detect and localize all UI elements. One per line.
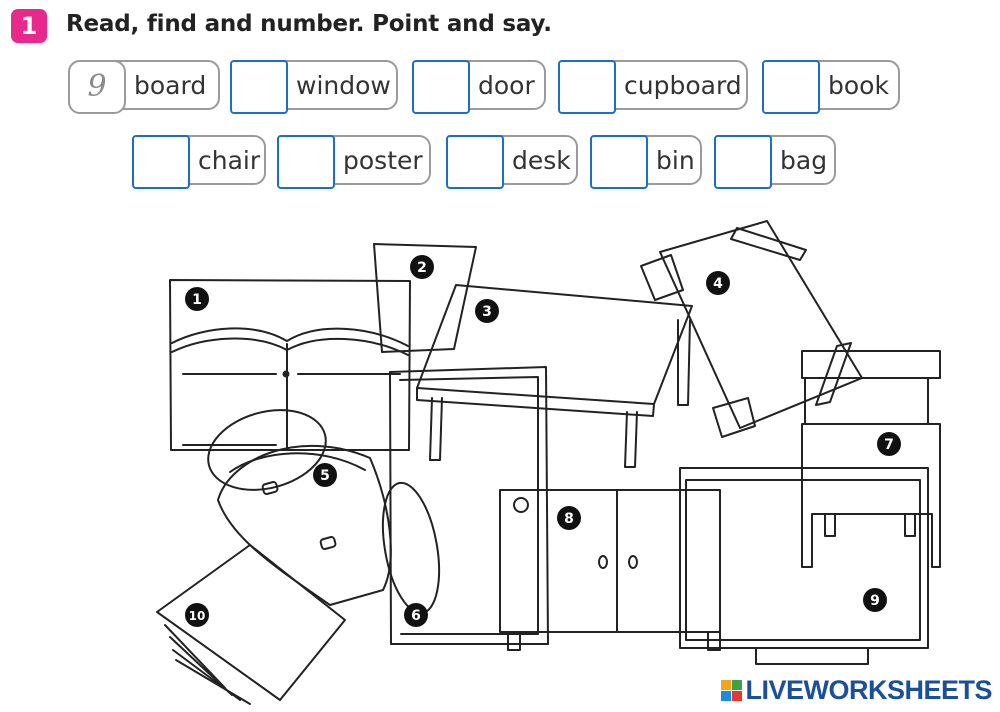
desk-drawing <box>416 284 693 468</box>
word-pill-window: window <box>230 60 398 114</box>
marker-label: 8 <box>564 511 574 527</box>
marker-circle <box>475 299 499 323</box>
exercise-instruction: Read, find and number. Point and say. <box>66 11 552 37</box>
marker-label: 3 <box>482 304 492 320</box>
word-label: door <box>478 71 535 100</box>
marker-circle <box>313 463 337 487</box>
word-label: book <box>828 71 889 100</box>
marker-label: 1 <box>192 292 202 308</box>
marker-circle <box>877 432 901 456</box>
marker-label: 9 <box>870 593 880 609</box>
answer-box-book[interactable] <box>762 60 820 114</box>
marker-circle <box>410 255 434 279</box>
answer-box-desk[interactable] <box>446 135 504 189</box>
word-label: poster <box>343 146 423 175</box>
answer-box-poster[interactable] <box>277 135 335 189</box>
marker-circle <box>185 287 209 311</box>
word-label: chair <box>198 146 261 175</box>
marker-circle <box>706 271 730 295</box>
word-label: bin <box>656 146 695 175</box>
word-pill-bin: bin <box>590 135 702 189</box>
answer-box-window[interactable] <box>230 60 288 114</box>
marker-circle <box>557 506 581 530</box>
exercise-number-badge: 1 <box>11 9 47 43</box>
word-pill-poster: poster <box>277 135 431 189</box>
brand-name: LIVEWORKSHEETS <box>745 675 992 705</box>
marker-label: 6 <box>411 608 421 624</box>
answer-box-chair[interactable] <box>132 135 190 189</box>
board-drawing <box>679 467 929 665</box>
marker-label: 2 <box>417 260 427 276</box>
number-markers <box>185 255 901 627</box>
marker-circle <box>863 588 887 612</box>
answer-box-bin[interactable] <box>590 135 648 189</box>
answer-box-bag[interactable] <box>714 135 772 189</box>
word-pill-book: book <box>762 60 900 114</box>
word-label: bag <box>780 146 828 175</box>
open-book-drawing <box>156 544 346 705</box>
word-pill-desk: desk <box>446 135 578 189</box>
marker-label: 10 <box>189 609 206 623</box>
word-label: cupboard <box>624 71 742 100</box>
marker-circle <box>404 603 428 627</box>
word-pill-bag: bag <box>714 135 836 189</box>
word-label: desk <box>512 146 571 175</box>
liveworksheets-logo-icon <box>721 680 743 701</box>
marker-circle <box>185 603 209 627</box>
bag-drawing <box>207 409 441 615</box>
cupboard-drawing <box>169 279 411 451</box>
liveworksheets-logo: LIVEWORKSHEETS <box>721 675 992 706</box>
word-pill-chair: chair <box>132 135 266 189</box>
word-label: board <box>134 71 207 100</box>
chair-drawing <box>389 366 549 645</box>
word-label: window <box>296 71 391 100</box>
word-pill-door: door <box>412 60 546 114</box>
poster-drawing <box>373 243 477 353</box>
answer-box-door[interactable] <box>412 60 470 114</box>
word-pill-cupboard: cupboard <box>558 60 748 114</box>
marker-label: 7 <box>884 437 894 453</box>
answer-box-cupboard[interactable] <box>558 60 616 114</box>
marker-label: 5 <box>320 468 330 484</box>
answer-box-board[interactable]: 9 <box>68 60 126 114</box>
marker-label: 4 <box>713 276 723 292</box>
book-drawing <box>640 220 863 438</box>
word-pill-board: 9 board <box>68 60 220 114</box>
chair-drawing-right <box>801 350 941 568</box>
